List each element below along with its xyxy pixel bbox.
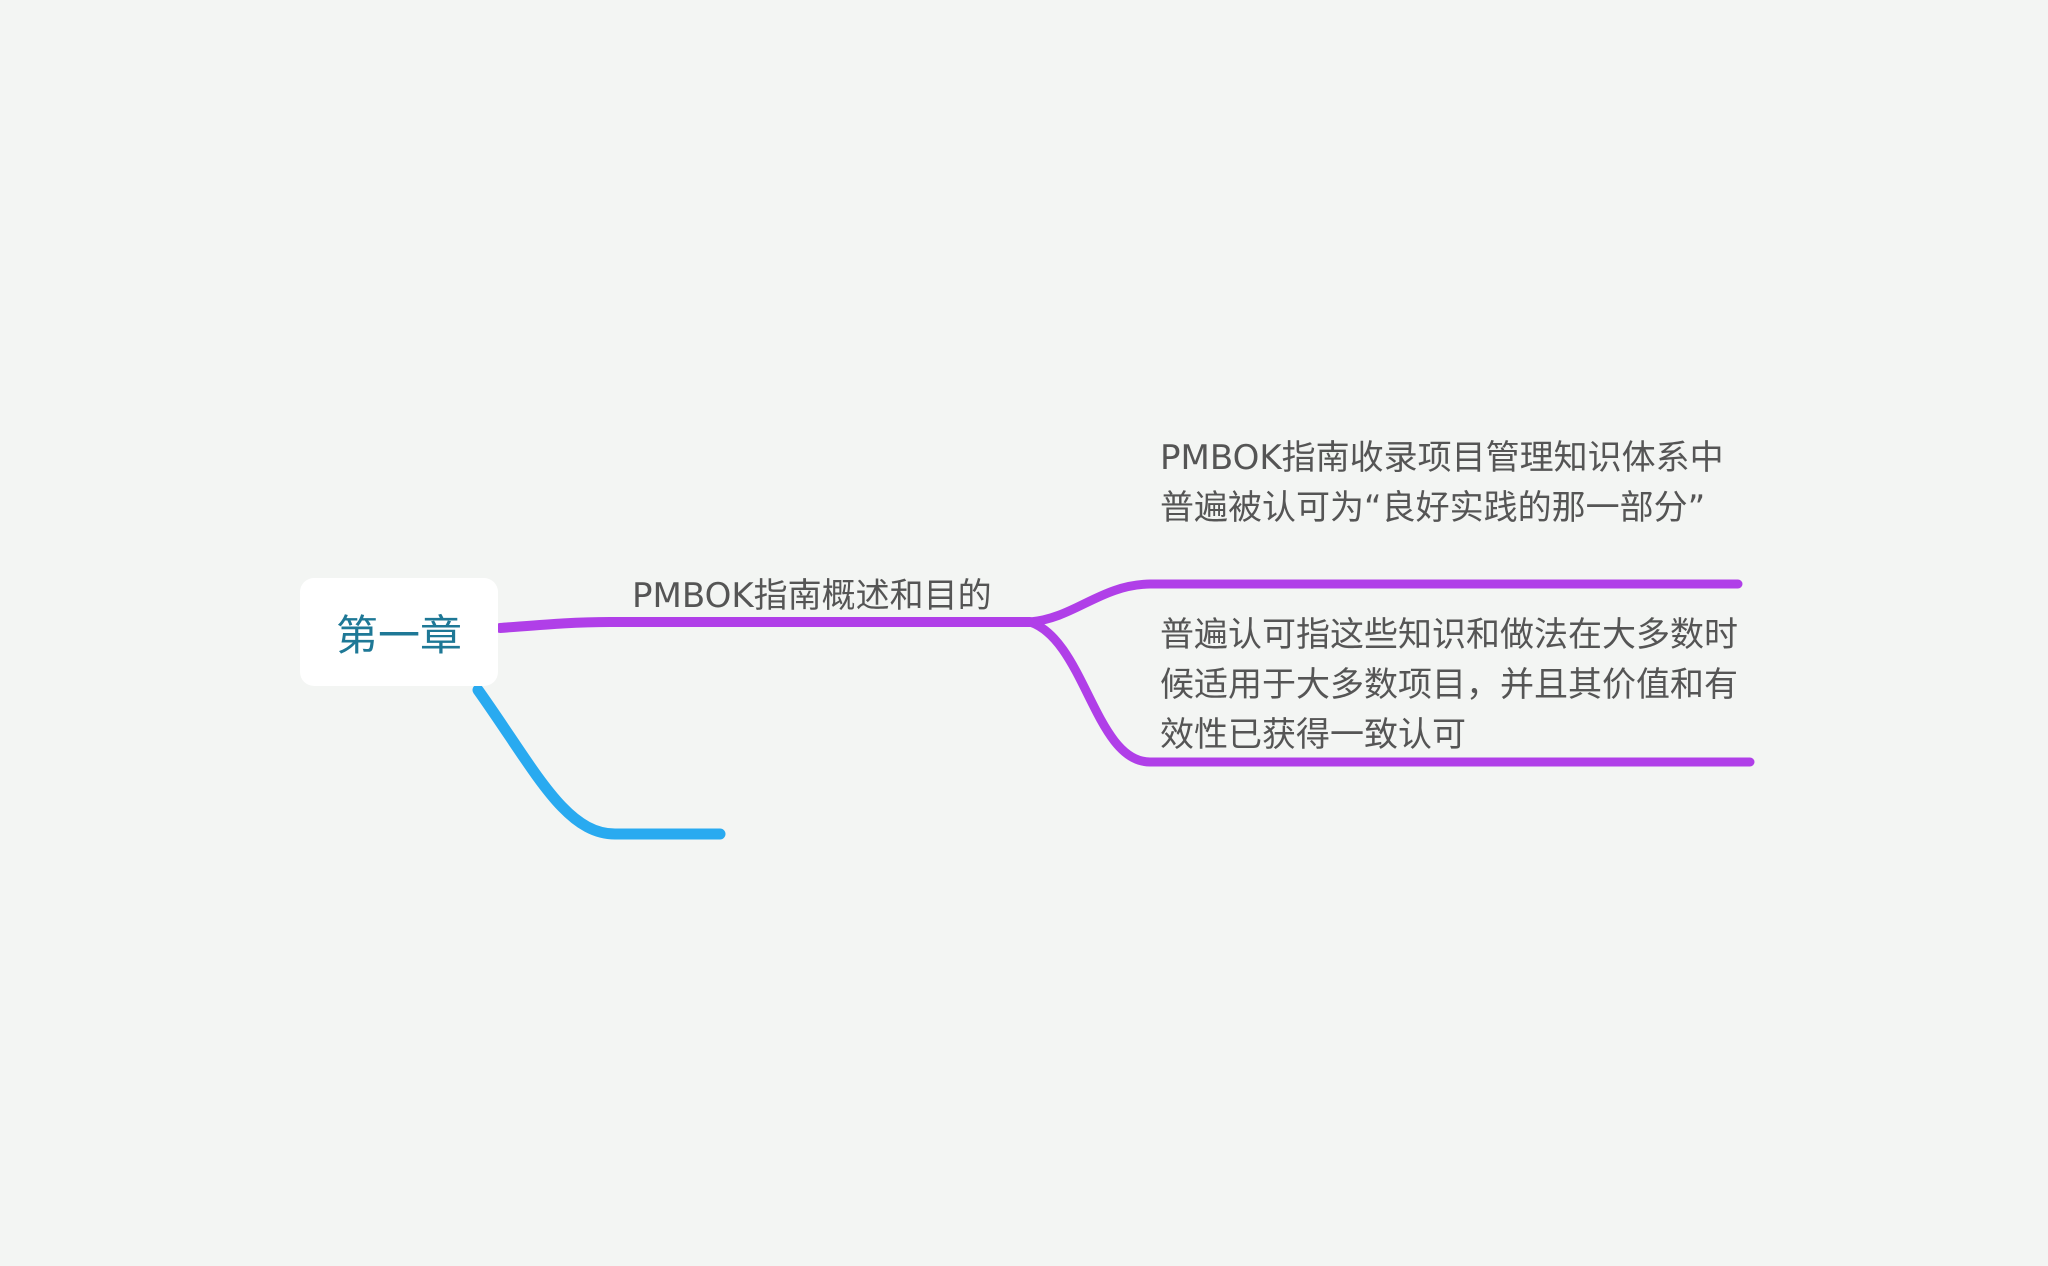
- subtopic-1-label: PMBOK指南收录项目管理知识体系中普遍被认可为“良好实践的那一部分”: [1160, 438, 1724, 528]
- main-topic-label: PMBOK指南概述和目的: [632, 576, 992, 616]
- subtopic-2-label: 普遍认可指这些知识和做法在大多数时候适用于大多数项目，并且其价值和有效性已获得一…: [1160, 615, 1738, 755]
- connector-subtopic-1: [1025, 579, 1743, 627]
- subtopic-2[interactable]: 普遍认可指这些知识和做法在大多数时候适用于大多数项目，并且其价值和有效性已获得一…: [1160, 610, 1740, 760]
- main-topic[interactable]: PMBOK指南概述和目的: [632, 571, 992, 621]
- subtopic-1[interactable]: PMBOK指南收录项目管理知识体系中普遍被认可为“良好实践的那一部分”: [1160, 433, 1730, 533]
- central-topic[interactable]: 第一章: [300, 578, 498, 686]
- central-topic-label: 第一章: [335, 610, 462, 660]
- connector-main-topic: [495, 617, 1035, 633]
- connector-subtopic-2: [1025, 617, 1755, 767]
- connector-empty-branch: [472, 684, 726, 840]
